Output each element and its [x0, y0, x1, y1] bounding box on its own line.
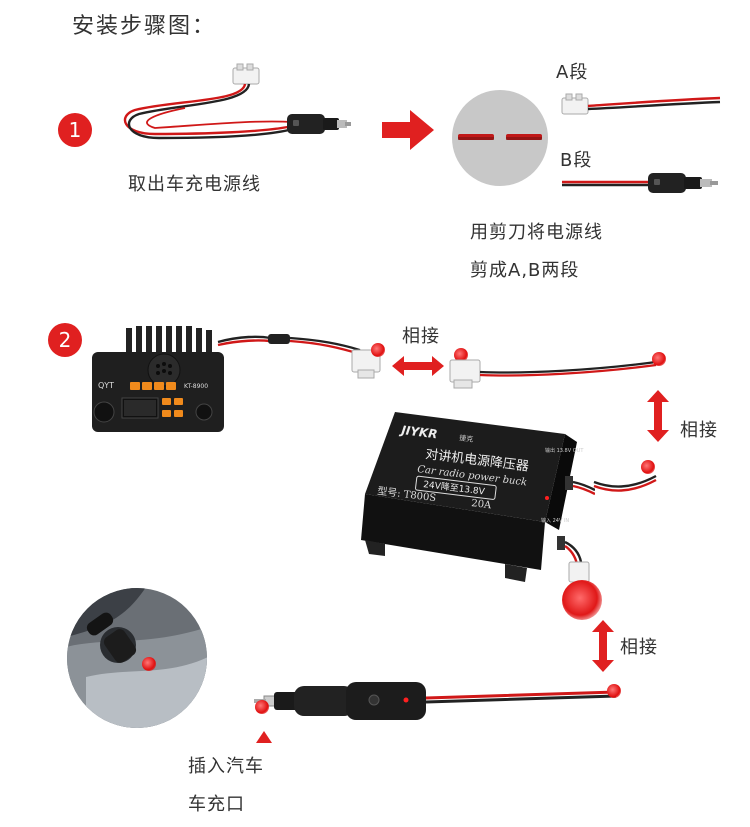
page-title: 安装步骤图： — [72, 8, 216, 40]
segment-a-connector-image — [446, 352, 666, 392]
connect-arrow-horizontal — [392, 356, 444, 376]
car-socket-image — [66, 587, 208, 729]
connect-arrow-vertical-2 — [592, 620, 614, 672]
connection-point — [371, 343, 385, 357]
step-1-badge: 1 — [58, 113, 92, 147]
connect-label-2: 相接 — [680, 416, 718, 442]
segment-b-plug-image — [250, 668, 630, 738]
radio-cord-image — [210, 326, 400, 386]
segment-b-image — [560, 168, 730, 198]
step-arrow — [382, 110, 434, 150]
step-1-caption: 取出车充电源线 — [128, 170, 261, 196]
connection-point — [255, 700, 269, 714]
plug-caption-line-1: 插入汽车 — [188, 752, 264, 778]
converter-box-image: JIYKR 捷克 对讲机电源降压器 Car radio power buck 2… — [355, 412, 595, 590]
device-in-label: 输入 24V IN — [541, 517, 569, 524]
connect-label-1: 相接 — [402, 322, 440, 348]
connection-point — [142, 657, 156, 671]
plug-caption-line-2: 车充口 — [188, 790, 245, 816]
connection-point — [652, 352, 666, 366]
step-2-badge: 2 — [48, 323, 82, 357]
connect-label-3: 相接 — [620, 633, 658, 659]
radio-brand: QYT — [98, 381, 114, 390]
cut-wire-image — [452, 90, 548, 186]
device-out-label: 输出 13.8V OUT — [545, 447, 584, 454]
pointer-triangle — [256, 731, 272, 743]
segment-a-label: A段 — [556, 58, 588, 84]
connection-point-large — [562, 580, 602, 620]
radio-image: QYT KT-8900 — [88, 326, 228, 438]
cut-caption-line-1: 用剪刀将电源线 — [470, 218, 603, 244]
segment-a-image — [558, 92, 723, 122]
radio-model: KT-8900 — [184, 383, 208, 390]
device-brand-cn: 捷克 — [459, 433, 474, 444]
connection-point — [607, 684, 621, 698]
charger-cable-image — [115, 62, 355, 152]
connect-arrow-vertical-1 — [647, 390, 669, 442]
connection-point — [641, 460, 655, 474]
cut-caption-line-2: 剪成A,B两段 — [470, 256, 579, 282]
